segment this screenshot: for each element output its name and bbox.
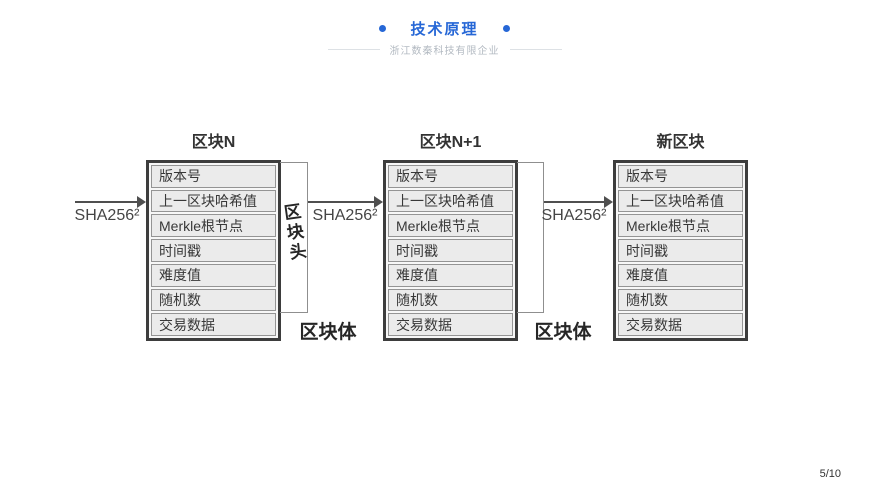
block-n-plus-1-box: 版本号 上一区块哈希值 Merkle根节点 时间戳 难度值 随机数 交易数据 [383,160,518,341]
block-new-box: 版本号 上一区块哈希值 Merkle根节点 时间戳 难度值 随机数 交易数据 [613,160,748,341]
block-new-row-merkle-root: Merkle根节点 [618,214,743,238]
arrow-head-icon-3 [604,196,613,208]
page-title: 技术原理 [410,21,479,38]
block-new-row-prev-hash: 上一区块哈希值 [618,189,743,213]
slide-header: 技术原理 [0,18,889,39]
block-new: 新区块 版本号 上一区块哈希值 Merkle根节点 时间戳 难度值 随机数 交易… [613,131,748,341]
block-header-bracket-2 [517,162,544,313]
arrow-right-2 [308,201,375,203]
block-n-row-nonce: 随机数 [151,288,276,312]
block-new-row-timestamp: 时间戳 [618,239,743,262]
block-n-title: 区块N [191,134,236,151]
block-new-row-tx-data: 交易数据 [618,313,743,337]
block-n-row-prev-hash: 上一区块哈希值 [151,189,276,213]
block-new-row-difficulty: 难度值 [618,263,743,287]
block-n-box: 版本号 上一区块哈希值 Merkle根节点 时间戳 难度值 随机数 交易数据 [146,160,281,341]
page-number: 5/10 [819,468,841,480]
arrow-right-3 [544,201,605,203]
block-new-title: 新区块 [656,134,705,151]
block-n-plus-1: 区块N+1 版本号 上一区块哈希值 Merkle根节点 时间戳 难度值 随机数 … [383,131,518,341]
block-n-row-difficulty: 难度值 [151,263,276,287]
title-dot-left-icon [379,25,387,32]
block-n1-row-prev-hash: 上一区块哈希值 [388,189,513,213]
subtitle-divider-left [327,49,380,50]
block-n-row-tx-data: 交易数据 [151,313,276,337]
arrow-head-icon-1 [137,196,146,208]
block-n1-row-tx-data: 交易数据 [388,313,513,337]
block-header-bracket-1 [280,162,308,313]
subtitle-divider-right [509,49,562,50]
title-dot-right-icon [502,25,510,32]
block-new-row-version: 版本号 [618,165,743,188]
block-n-row-merkle-root: Merkle根节点 [151,214,276,238]
block-new-row-nonce: 随机数 [618,288,743,312]
slide-subheader: 浙江数秦科技有限企业 [0,42,889,57]
arrow-head-icon-2 [374,196,383,208]
block-n1-row-merkle-root: Merkle根节点 [388,214,513,238]
block-body-label-1: 区块体 [299,322,357,343]
sha256-label-1: SHA256² [74,207,140,224]
block-n1-row-version: 版本号 [388,165,513,188]
block-n1-row-difficulty: 难度值 [388,263,513,287]
block-n-row-timestamp: 时间戳 [151,239,276,262]
block-n1-row-nonce: 随机数 [388,288,513,312]
block-n-row-version: 版本号 [151,165,276,188]
block-body-label-2: 区块体 [534,322,592,343]
block-n1-row-timestamp: 时间戳 [388,239,513,262]
block-n-plus-1-title: 区块N+1 [419,134,482,151]
company-subtitle: 浙江数秦科技有限企业 [389,46,500,57]
sha256-label-2: SHA256² [312,207,378,224]
sha256-label-3: SHA256² [541,207,607,224]
arrow-right-1 [75,201,138,203]
block-n: 区块N 版本号 上一区块哈希值 Merkle根节点 时间戳 难度值 随机数 交易… [146,131,281,341]
